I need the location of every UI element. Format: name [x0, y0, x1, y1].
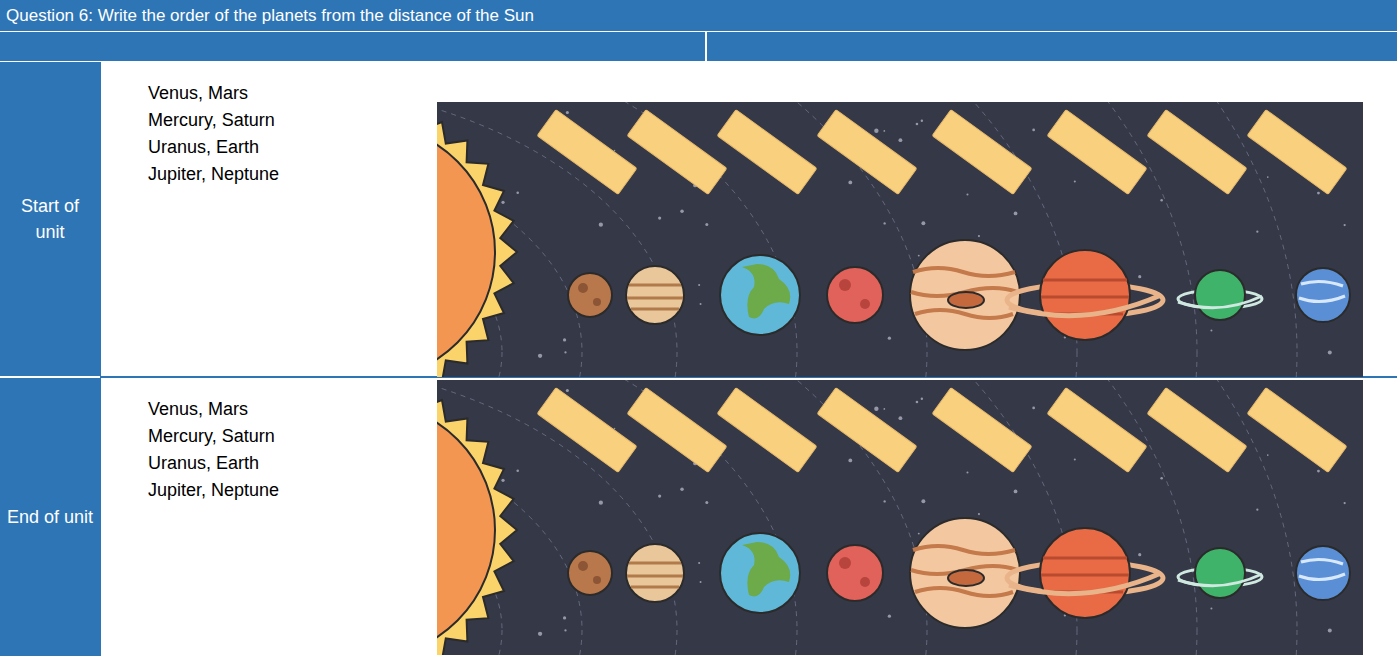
row-head-cell	[0, 62, 100, 376]
planet-list-line: Mercury, Saturn	[148, 423, 275, 449]
planet-list-line: Venus, Mars	[148, 80, 248, 106]
subheader-cell	[0, 32, 705, 61]
row-heading: End of unit	[4, 504, 96, 530]
planet-list-line: Uranus, Earth	[148, 450, 259, 476]
planet-list-line: Jupiter, Neptune	[148, 477, 279, 503]
planet-list-line: Venus, Mars	[148, 396, 248, 422]
row-heading: Start of unit	[4, 193, 96, 245]
subheader-cell	[707, 32, 1397, 61]
planet-list-line: Jupiter, Neptune	[148, 161, 279, 187]
planet-list-line: Uranus, Earth	[148, 134, 259, 160]
question-heading: Question 6: Write the order of the plane…	[6, 6, 534, 26]
planet-list-line: Mercury, Saturn	[148, 107, 275, 133]
